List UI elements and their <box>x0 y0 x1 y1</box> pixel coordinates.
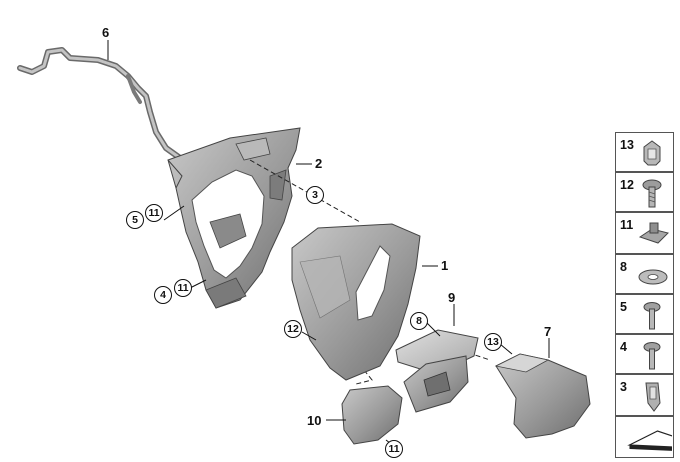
callout-2: 2 <box>315 156 323 171</box>
part-10-cover <box>341 385 403 445</box>
circled-callout-5: 5 <box>126 211 144 229</box>
circled-callout-11: 11 <box>385 440 403 458</box>
part-2-bracket <box>167 127 301 309</box>
circled-callout-11: 11 <box>174 279 192 297</box>
circled-callout-4: 4 <box>154 286 172 304</box>
callout-6: 6 <box>102 25 110 40</box>
circled-callout-8: 8 <box>410 312 428 330</box>
legend-label: 12 <box>620 178 634 192</box>
legend-item-5: 5 <box>615 294 674 334</box>
legend-item-11: 11 <box>615 212 674 254</box>
legend-label: 8 <box>620 260 627 274</box>
lock-washer-icon <box>638 269 668 285</box>
circled-callout-13: 13 <box>484 333 502 351</box>
legend-item-symbol <box>615 416 674 458</box>
callout-1: 1 <box>441 258 449 273</box>
callout-9: 9 <box>448 290 456 305</box>
legend-label: 3 <box>620 380 627 394</box>
wedge-symbol-icon <box>627 430 672 451</box>
legend-label: 4 <box>620 340 627 354</box>
part-1-cover <box>291 223 421 381</box>
legend-item-3: 3 <box>615 374 674 416</box>
legend-item-13: 13 <box>615 132 674 172</box>
legend-item-8: 8 <box>615 254 674 294</box>
part-6-wire <box>17 47 199 167</box>
circled-callout-12: 12 <box>284 320 302 338</box>
clip-icon <box>645 382 661 412</box>
screw-icon <box>643 342 661 370</box>
callout-10: 10 <box>307 413 322 428</box>
speed-nut-icon <box>638 222 669 244</box>
part-9-plate <box>395 329 479 413</box>
legend-label: 11 <box>620 218 634 232</box>
part-7-cover <box>494 353 591 439</box>
leader-lines <box>107 40 550 447</box>
callout-7: 7 <box>544 324 552 339</box>
legend-label: 5 <box>620 300 627 314</box>
legend-item-4: 4 <box>615 334 674 374</box>
circled-callout-11: 11 <box>145 204 163 222</box>
legend-label: 13 <box>620 138 634 152</box>
spring-clip-icon <box>643 140 661 166</box>
bolt-icon <box>642 179 662 208</box>
screw-icon <box>643 302 661 330</box>
circled-callout-3: 3 <box>306 186 324 204</box>
legend-item-12: 12 <box>615 172 674 212</box>
